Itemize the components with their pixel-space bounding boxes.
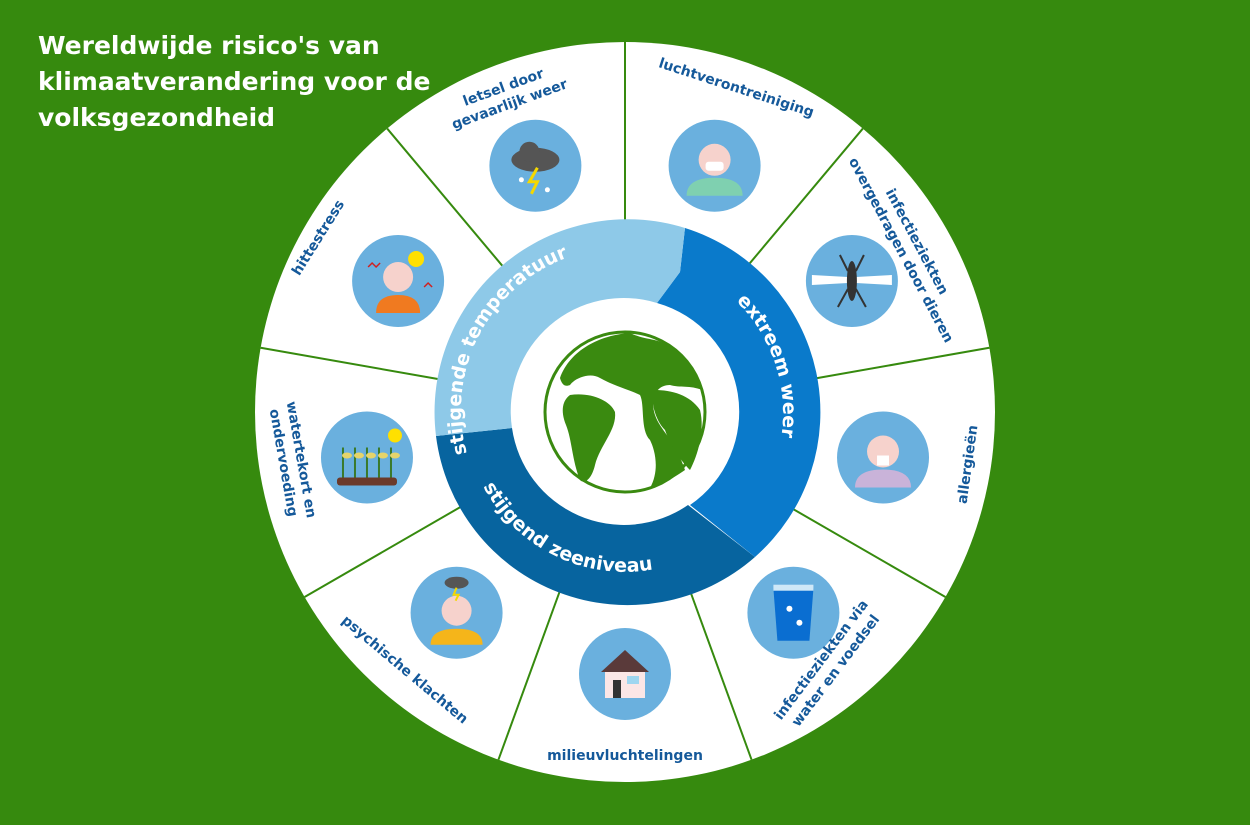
withered-crops-icon <box>320 411 413 504</box>
sweating-person-icon <box>352 235 445 327</box>
title-line: volksgezondheid <box>38 103 276 132</box>
risk-icons <box>320 119 930 720</box>
segment-divider <box>304 506 461 598</box>
segment-divider <box>811 346 990 380</box>
sneezing-person-icon <box>837 411 930 504</box>
ring-segment-temperature <box>434 219 685 436</box>
segment-divider <box>746 127 864 268</box>
water-glass-icon <box>747 566 840 659</box>
title-line: Wereldwijde risico's van <box>38 31 380 60</box>
globe-icon <box>543 330 707 494</box>
mosquito-icon <box>805 235 898 327</box>
thunderstorm-icon <box>489 119 582 212</box>
segment-dividers <box>260 42 990 761</box>
segment-divider <box>789 506 946 598</box>
segment-divider <box>260 346 439 380</box>
segment-divider <box>497 590 561 761</box>
segment-divider <box>386 127 504 268</box>
segment-divider <box>689 590 753 761</box>
risk-label-milieuvluchtelingen: milieuvluchtelingen <box>547 748 703 764</box>
title-line: klimaatverandering voor de <box>38 67 431 96</box>
ring-segment-weather <box>657 228 821 557</box>
house-icon <box>579 628 671 720</box>
page-title: Wereldwijde risico's van klimaatverander… <box>38 28 430 136</box>
face-mask-icon <box>668 119 761 212</box>
ring-segment-sealevel <box>436 428 755 606</box>
storm-cloud-head-icon <box>410 566 503 659</box>
